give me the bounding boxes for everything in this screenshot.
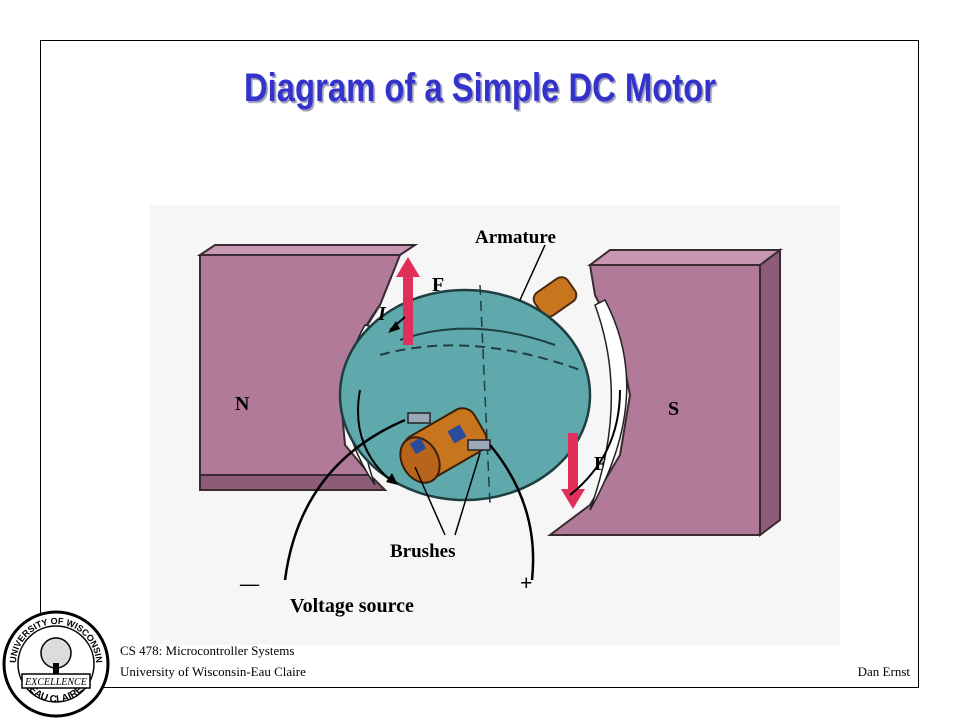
label-south: S — [668, 398, 679, 420]
label-plus: + — [520, 570, 533, 595]
seal-banner-text: EXCELLENCE — [24, 677, 87, 688]
dc-motor-diagram: Armature F F I N S Brushes — + Voltage s… — [150, 205, 840, 645]
south-pole-face — [589, 299, 628, 511]
footer-course: CS 478: Microcontroller Systems — [120, 643, 295, 658]
wire-negative — [283, 418, 406, 581]
commutator — [399, 407, 488, 484]
current-arrow — [388, 316, 406, 333]
slide-title: Diagram of a Simple DC Motor — [243, 66, 717, 110]
armature-leader — [519, 244, 546, 301]
brushes-leader-right — [454, 452, 481, 536]
slide-frame — [40, 40, 919, 688]
seal-tree-icon — [40, 637, 72, 677]
label-force-bottom: F — [594, 453, 606, 475]
field-arc-left-head — [386, 473, 398, 485]
wire-positive — [489, 444, 535, 581]
label-north: N — [235, 393, 250, 415]
field-arc-left — [357, 389, 391, 481]
brushes-leader-left — [414, 466, 446, 536]
brush-left — [407, 412, 431, 424]
label-brushes: Brushes — [390, 541, 455, 562]
seal-banner — [21, 673, 91, 689]
label-armature: Armature — [475, 227, 556, 248]
label-force-top: F — [432, 274, 444, 296]
label-voltage-source: Voltage source — [290, 595, 414, 617]
footer-university: University of Wisconsin-Eau Claire — [120, 664, 306, 679]
footer-author: Dan Ernst — [857, 664, 910, 679]
label-current: I — [377, 303, 387, 325]
force-arrow-down — [561, 433, 585, 509]
brush-right — [467, 439, 491, 451]
force-arrow-up — [396, 257, 420, 345]
university-seal: UNIVERSITY OF WISCONSIN EAU CLAIRE EXCEL… — [2, 610, 110, 718]
armature-shaft — [532, 276, 578, 318]
field-arc-right — [569, 389, 621, 496]
label-minus: — — [239, 574, 260, 595]
